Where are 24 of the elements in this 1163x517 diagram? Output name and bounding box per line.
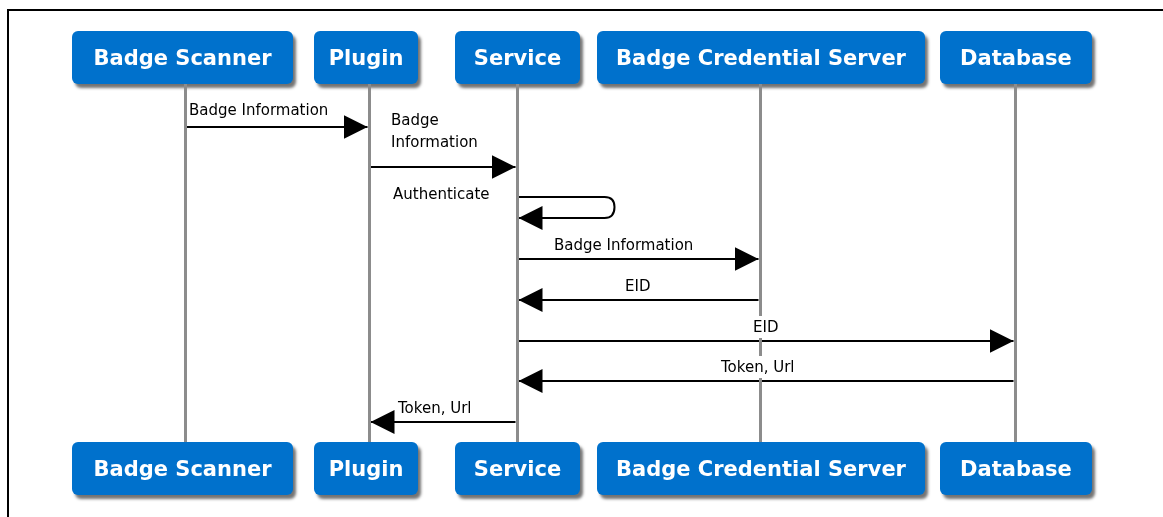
lifeline [515, 84, 519, 442]
participant-box: Service [455, 31, 580, 84]
participant-box: Badge Credential Server [597, 442, 925, 495]
lifeline [1013, 84, 1017, 442]
edge-label: EID [752, 316, 780, 338]
message-arrow [517, 369, 1015, 393]
participant-box: Badge Scanner [72, 31, 293, 84]
self-message-arrow [517, 196, 616, 230]
message-arrow [185, 115, 369, 139]
message-arrow [517, 329, 1015, 353]
participant-box: Plugin [314, 31, 418, 84]
lifeline [367, 84, 371, 442]
edge-label: Token, Url [720, 356, 796, 378]
participant-box: Plugin [314, 442, 418, 495]
participant-box: Database [940, 31, 1092, 84]
participant-box: Database [940, 442, 1092, 495]
message-arrow [369, 155, 517, 179]
lifeline [183, 84, 187, 442]
message-arrow [517, 247, 760, 271]
message-arrow [517, 288, 760, 312]
participant-box: Service [455, 442, 580, 495]
message-arrow [369, 410, 517, 434]
participant-box: Badge Credential Server [597, 31, 925, 84]
participant-box: Badge Scanner [72, 442, 293, 495]
